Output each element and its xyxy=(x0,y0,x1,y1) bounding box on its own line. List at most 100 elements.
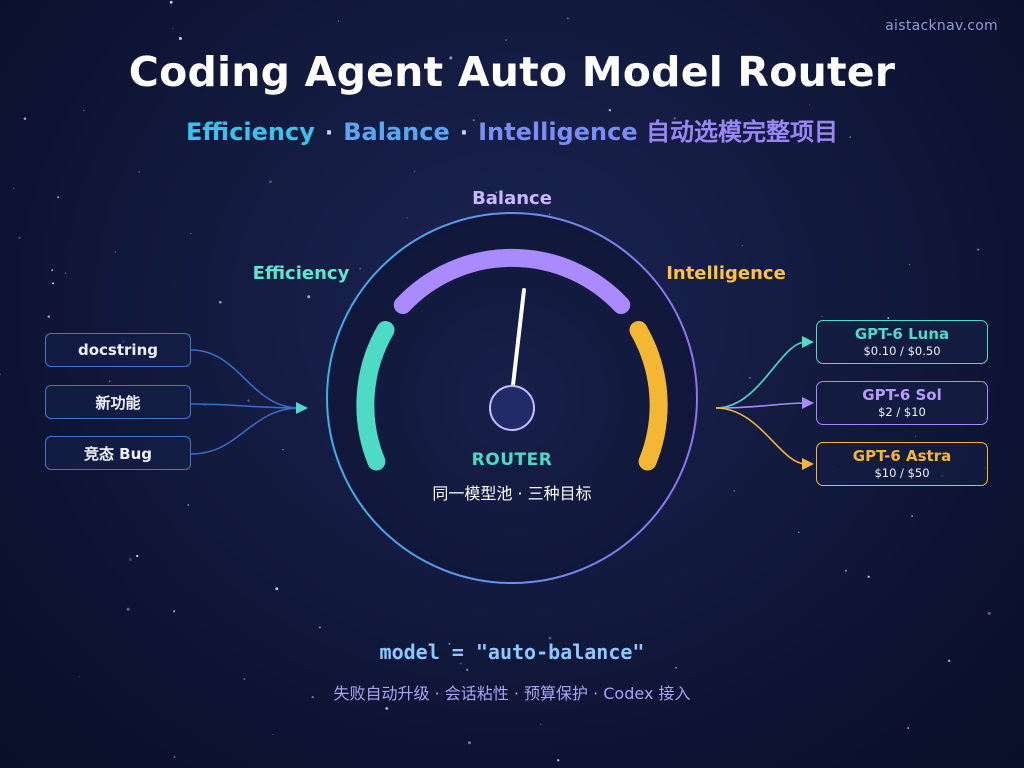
star xyxy=(474,191,478,195)
star xyxy=(472,119,475,122)
star xyxy=(911,515,913,517)
star xyxy=(108,380,111,383)
connector-docstring xyxy=(190,349,301,409)
model-name: GPT-6 Sol xyxy=(862,386,942,404)
star xyxy=(138,170,141,173)
star xyxy=(243,677,246,681)
star xyxy=(798,531,800,534)
star xyxy=(466,668,469,672)
model-sol: GPT-6 Sol $2 / $10 xyxy=(816,381,988,425)
star xyxy=(281,269,284,272)
efficiency-arc xyxy=(356,321,395,471)
subtitle-separator: · xyxy=(459,121,469,146)
code-snippet: model = "auto-balance" xyxy=(379,640,645,664)
star xyxy=(548,213,551,216)
feature-list: 失败自动升级 · 会话粘性 · 预算保护 · Codex 接入 xyxy=(333,684,691,703)
star xyxy=(13,187,15,190)
intelligence-label: Intelligence xyxy=(666,263,786,284)
subtitle-efficiency: Efficiency xyxy=(186,118,315,146)
star xyxy=(448,642,451,645)
balance-arc xyxy=(393,248,631,314)
task-label: docstring xyxy=(78,341,158,359)
star xyxy=(219,301,222,304)
gauge-needle xyxy=(511,288,526,387)
model-price: $10 / $50 xyxy=(874,466,930,480)
connector-astra xyxy=(715,407,807,465)
router-subtitle: 同一模型池 · 三种目标 xyxy=(432,484,592,503)
star xyxy=(672,57,675,60)
router-label: ROUTER xyxy=(471,450,553,470)
star xyxy=(495,191,498,194)
subtitle-separator: · xyxy=(324,121,334,146)
gauge-hub xyxy=(489,385,535,431)
star xyxy=(977,248,980,251)
star xyxy=(282,448,284,451)
star xyxy=(247,399,250,402)
subtitle-chinese: 自动选模完整项目 xyxy=(645,118,838,146)
star xyxy=(169,0,173,4)
star xyxy=(114,251,117,253)
star xyxy=(915,435,917,438)
star xyxy=(675,667,677,669)
star xyxy=(311,695,314,699)
model-price: $0.10 / $0.50 xyxy=(863,344,941,358)
star xyxy=(459,662,462,665)
star xyxy=(307,295,311,299)
astra-arrow-head xyxy=(802,458,814,470)
star xyxy=(733,490,735,492)
star xyxy=(187,504,190,506)
model-price: $2 / $10 xyxy=(878,405,926,419)
star xyxy=(540,723,542,725)
page-subtitle: Efficiency · Balance · Intelligence 自动选模完整项目 xyxy=(0,112,1024,147)
star xyxy=(608,108,612,112)
subtitle-intelligence: Intelligence xyxy=(478,118,638,146)
task-race-bug: 竞态 Bug xyxy=(45,436,191,470)
balance-label: Balance xyxy=(472,188,552,209)
star xyxy=(849,136,852,138)
subtitle-balance: Balance xyxy=(343,118,450,146)
star xyxy=(406,217,408,219)
star xyxy=(78,676,80,678)
star xyxy=(673,117,676,120)
star xyxy=(686,120,690,123)
star xyxy=(808,104,811,106)
star xyxy=(633,75,636,77)
star xyxy=(908,263,911,266)
star xyxy=(23,117,27,120)
star xyxy=(567,17,569,20)
page-title: Coding Agent Auto Model Router xyxy=(128,48,896,96)
task-new-feature: 新功能 xyxy=(45,385,191,419)
task-label: 竞态 Bug xyxy=(83,444,153,463)
star xyxy=(741,245,743,247)
star xyxy=(0,373,2,376)
task-docstring: docstring xyxy=(45,333,191,367)
star xyxy=(178,36,182,41)
star xyxy=(128,558,132,561)
star xyxy=(505,39,507,41)
star xyxy=(136,554,139,558)
star xyxy=(385,707,389,710)
sol-arrow-head xyxy=(802,397,814,409)
brand-watermark: aistacknav.com xyxy=(885,18,998,34)
star xyxy=(51,282,55,285)
star xyxy=(318,626,321,629)
task-label: 新功能 xyxy=(95,393,141,412)
star xyxy=(749,377,751,379)
star xyxy=(359,268,361,270)
star xyxy=(51,269,54,272)
star xyxy=(844,569,847,572)
star xyxy=(172,610,176,613)
connector-luna xyxy=(715,341,807,409)
star xyxy=(18,236,21,240)
star xyxy=(548,636,552,640)
star xyxy=(47,315,51,318)
star xyxy=(907,727,910,729)
star xyxy=(126,607,130,611)
model-luna: GPT-6 Luna $0.10 / $0.50 xyxy=(816,320,988,364)
star xyxy=(887,317,890,320)
connector-new-feature xyxy=(190,403,301,409)
star xyxy=(173,756,176,758)
star xyxy=(449,56,453,60)
star xyxy=(337,20,340,22)
